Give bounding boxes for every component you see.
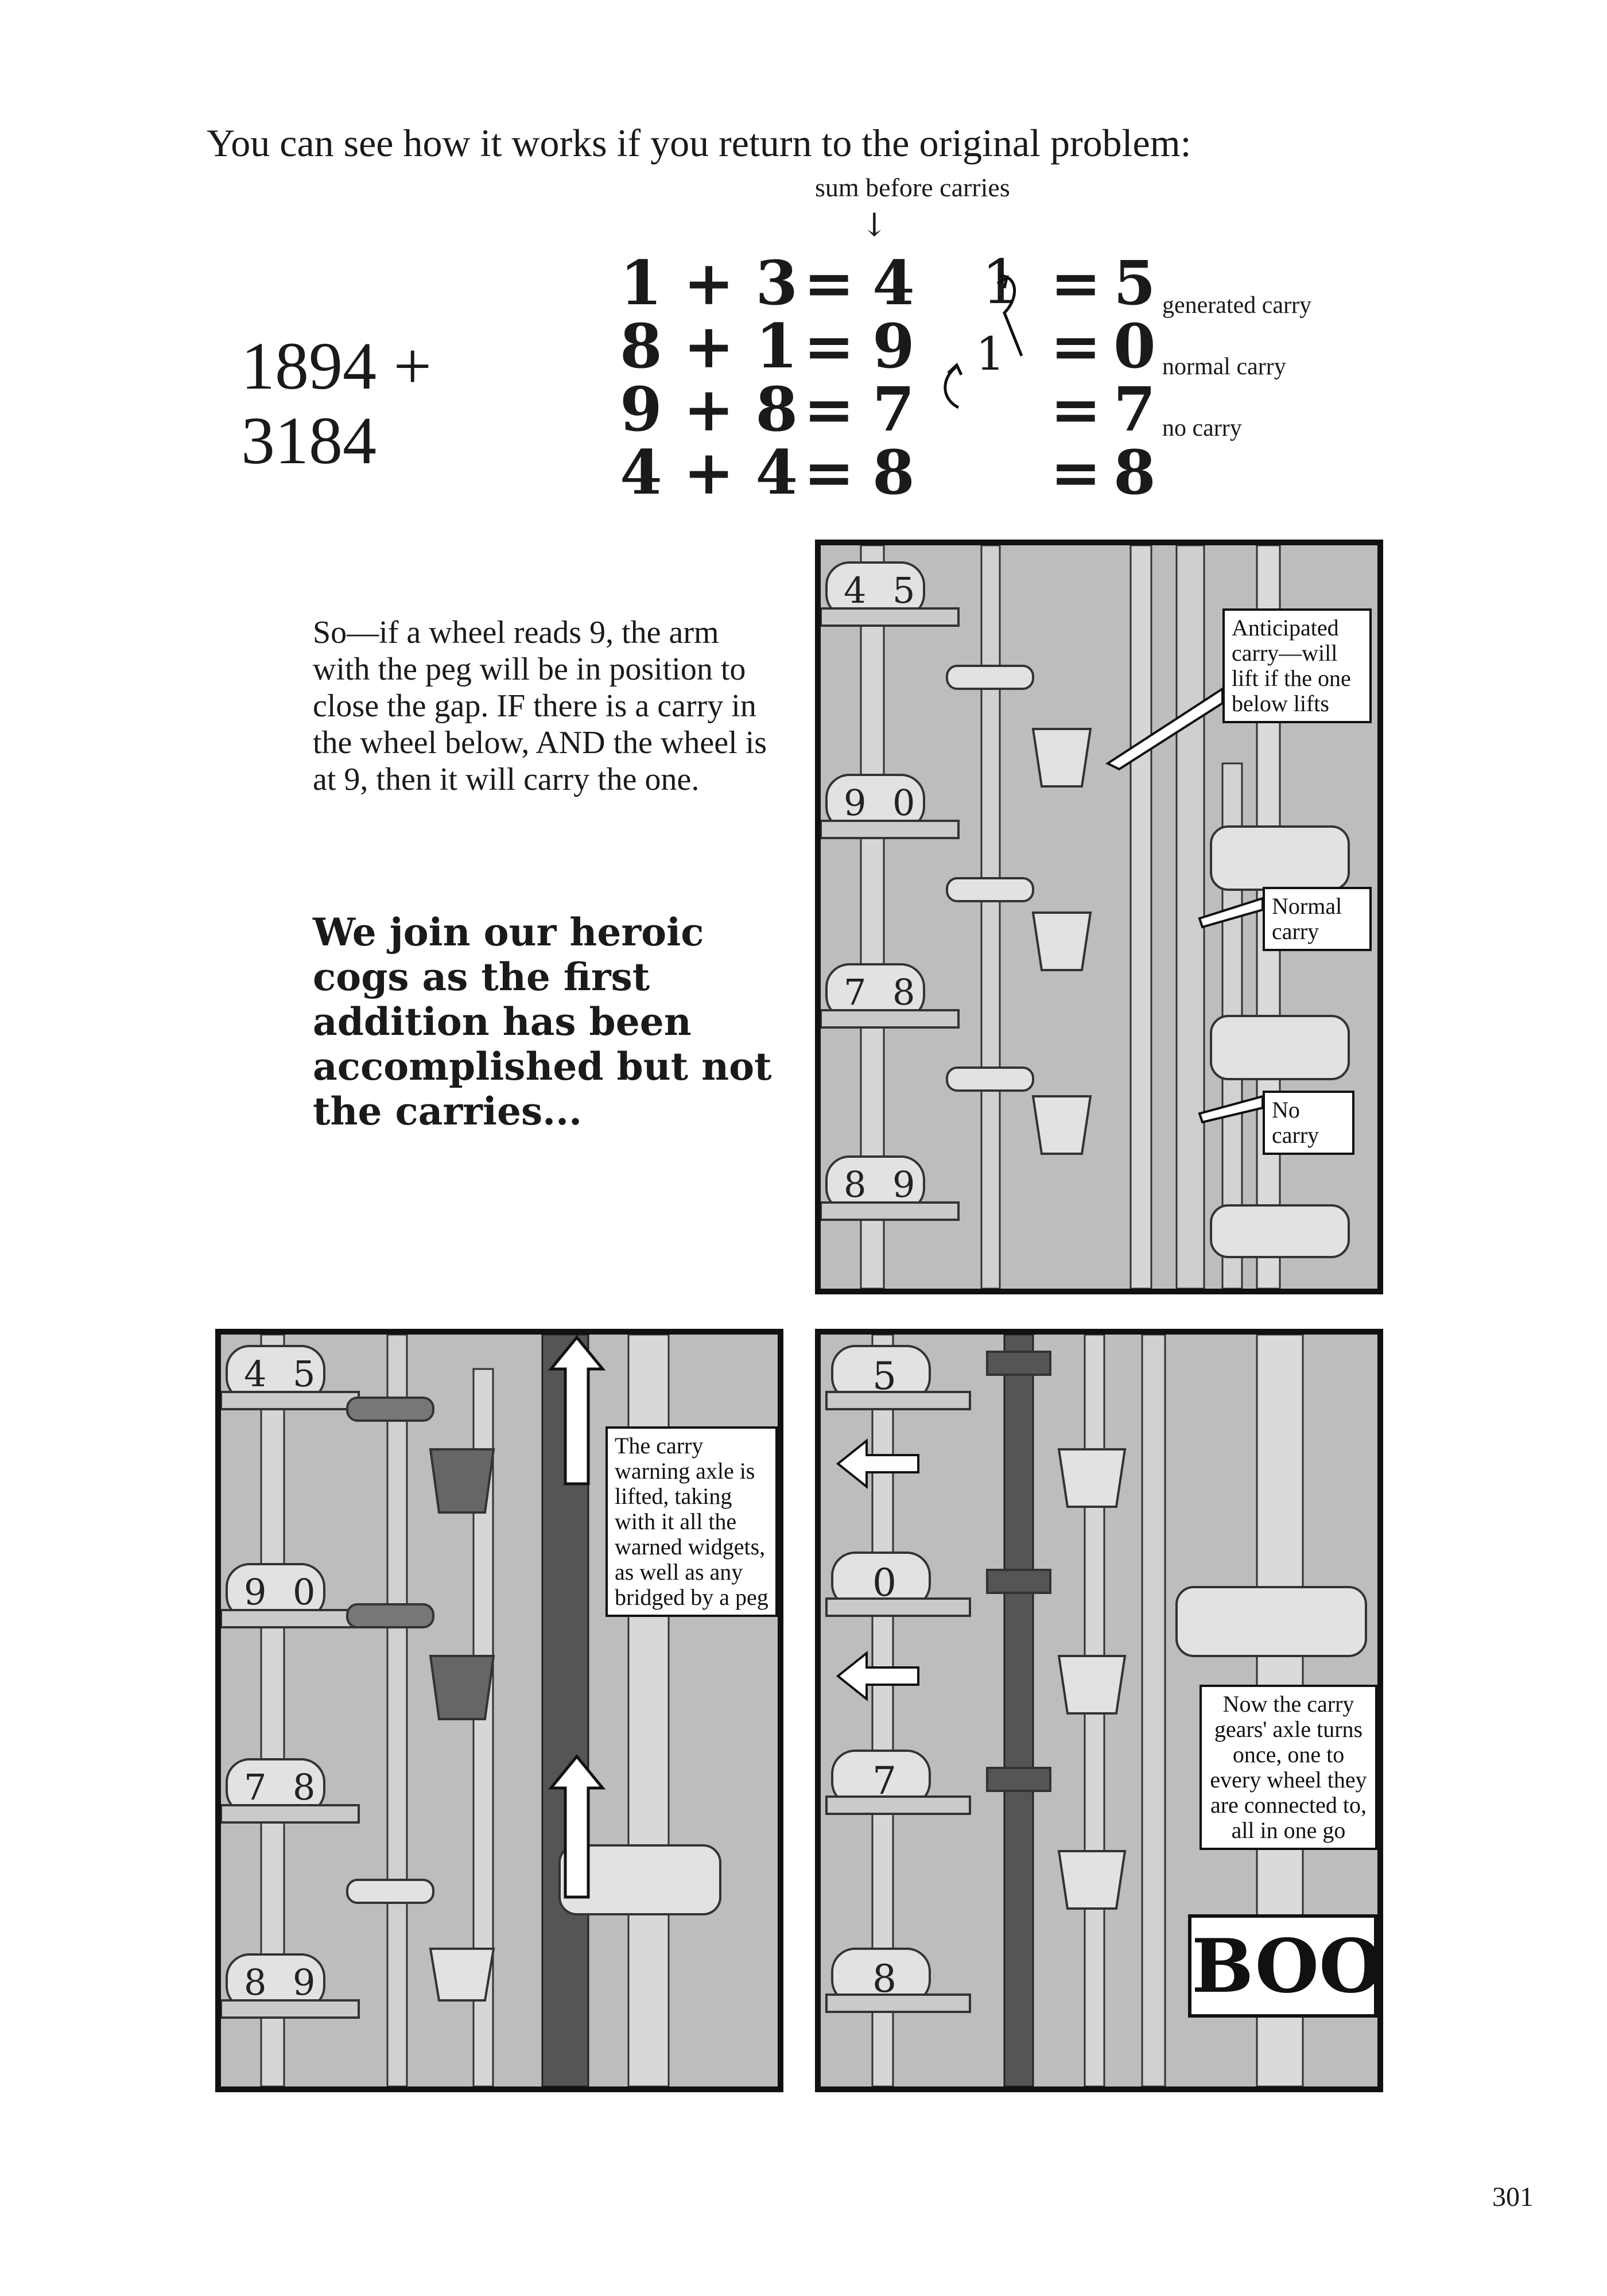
p1-digit: 9: [892, 1163, 915, 1205]
p1-digit: 4: [844, 569, 866, 611]
eq-lhs-1: 1 + 3: [620, 247, 798, 319]
p3-digit: 0: [872, 1561, 896, 1605]
eq-lhs-3: 9 + 8: [620, 373, 798, 445]
eq-equals-2: =: [804, 310, 855, 382]
carry-curve-arrows-icon: [944, 274, 1023, 409]
p2-digit: 9: [244, 1571, 266, 1613]
p2-digit: 0: [293, 1571, 315, 1613]
p2-digit: 7: [244, 1766, 266, 1808]
p1-digit: 5: [892, 569, 915, 611]
eq-sum-3: 7: [872, 373, 915, 445]
page-number: 301: [1492, 2182, 1534, 2212]
eq-result-equals-1: =: [1050, 247, 1101, 319]
eq-result-1: 5: [1113, 247, 1156, 319]
explanation-text: So—if a wheel reads 9, the arm with the …: [313, 615, 767, 797]
comic-panel-2: 4 5 9 0 7 8 8 9 The carry warning axle i…: [215, 1329, 783, 2092]
p1-digit: 0: [892, 782, 915, 824]
eq-result-2: 0: [1113, 310, 1156, 382]
caption-normal-carry: Normal carry: [1263, 887, 1372, 951]
panel-2-wheel-digits: 4 5 9 0 7 8 8 9: [244, 1353, 315, 2003]
eq-equals-3: =: [804, 373, 855, 445]
eq-result-equals-2: =: [1050, 310, 1101, 382]
eq-carry-2: 1: [976, 327, 1005, 381]
narration-heading: We join our heroic cogs as the first add…: [313, 910, 772, 1134]
caption-no-carry: No carry: [1263, 1091, 1354, 1155]
p1-digit: 7: [844, 971, 866, 1013]
eq-lhs-4: 4 + 4: [620, 436, 798, 508]
p2-digit: 9: [293, 1961, 315, 2003]
p2-digit: 8: [244, 1961, 266, 2003]
p2-digit: 5: [293, 1353, 315, 1395]
p1-digit: 8: [844, 1163, 866, 1205]
operand-2: 3184: [241, 403, 376, 478]
caption-carry-gears-axle: Now the carry gears' axle turns once, on…: [1200, 1685, 1377, 1850]
p2-digit: 4: [244, 1353, 266, 1395]
p1-digit: 8: [892, 971, 915, 1013]
eq-equals-4: =: [804, 436, 855, 508]
operand-1: 1894 +: [241, 328, 432, 404]
p3-digit: 8: [872, 1957, 896, 2001]
eq-equals-1: =: [804, 247, 855, 319]
comic-panel-3: 5 0 7 8 Now the carry gears' axle turns …: [815, 1329, 1383, 2092]
boom-sound-effect: BOOM!: [1188, 1914, 1377, 2018]
eq-lhs-2: 8 + 1: [620, 310, 798, 382]
p2-digit: 8: [293, 1766, 315, 1808]
panel-3-wheel-digits: 5 0 7 8: [872, 1354, 896, 2001]
eq-sum-4: 8: [872, 436, 915, 508]
eq-sum-2: 9: [872, 310, 915, 382]
eq-result-4: 8: [1113, 436, 1156, 508]
p3-digit: 7: [872, 1759, 896, 1803]
eq-note-2: normal carry: [1162, 354, 1286, 380]
p3-digit: 5: [872, 1354, 896, 1398]
comic-panel-1: 4 5 9 0 7 8 8 9 Anticipated carry—will l…: [815, 540, 1383, 1294]
panel-1-wheel-digits: 4 5 9 0 7 8 8 9: [844, 569, 915, 1205]
intro-text: You can see how it works if you return t…: [207, 121, 1191, 165]
caption-anticipated-carry: Anticipated carry—will lift if the one b…: [1222, 608, 1372, 723]
eq-result-equals-4: =: [1050, 436, 1101, 508]
down-arrow-icon: ↓: [861, 207, 888, 244]
eq-result-3: 7: [1113, 373, 1156, 445]
caption-carry-warning-axle: The carry warning axle is lifted, taking…: [605, 1426, 778, 1617]
eq-note-3: no carry: [1162, 415, 1242, 441]
eq-note-1: generated carry: [1162, 292, 1311, 319]
p1-digit: 9: [844, 782, 866, 824]
eq-result-equals-3: =: [1050, 373, 1101, 445]
sum-before-carries-label: sum before carries: [815, 173, 1010, 202]
eq-sum-1: 4: [872, 247, 915, 319]
